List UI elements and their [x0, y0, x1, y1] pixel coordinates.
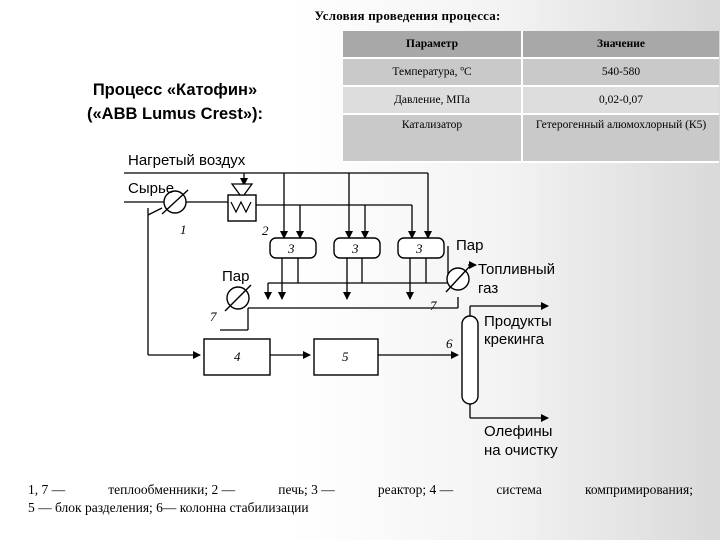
- cell-value: 0,02-0,07: [598, 94, 644, 106]
- label-hot-air: Нагретый воздух: [128, 152, 246, 169]
- legend-part: 1, 7 —: [28, 482, 66, 497]
- reactor-3: [269, 237, 317, 259]
- table-header-row: Параметр Значение: [343, 31, 719, 58]
- cell-value: 540-580: [601, 66, 641, 78]
- slide-title: Условия проведения процесса:: [314, 8, 501, 23]
- process-title: Процесс «Катофин» («ABB Lumus Crest»):: [60, 78, 290, 126]
- label-cracking-2: крекинга: [484, 331, 545, 348]
- label-olefins-2: на очистку: [484, 442, 558, 459]
- legend-line-1: 1, 7 — теплообменники; 2 — печь; 3 — реа…: [28, 481, 693, 499]
- number-2: 2: [262, 223, 269, 238]
- heat-exchanger-7: [445, 265, 471, 293]
- number-4: 4: [234, 349, 241, 364]
- process-title-line1: Процесс «Катофин»: [92, 81, 258, 99]
- heat-exchanger-1: [161, 189, 189, 215]
- label-steam-top: Пар: [456, 237, 483, 254]
- legend-part: система: [496, 482, 542, 497]
- label-feed: Сырье: [128, 180, 174, 197]
- reactor-3: [333, 237, 381, 259]
- label-fuel-gas-2: газ: [478, 280, 498, 297]
- number-7: 7: [210, 309, 217, 324]
- reactor-3: [397, 237, 445, 259]
- number-3: 3: [287, 241, 295, 256]
- number-6: 6: [446, 336, 453, 351]
- table-row: Катализатор Гетерогенный алюмохлорный (К…: [343, 114, 719, 162]
- legend-line-2: 5 — блок разделения; 6— колонна стабилиз…: [28, 500, 309, 515]
- separation-unit-5: [313, 338, 379, 376]
- number-3: 3: [415, 241, 423, 256]
- cell-parameter: Катализатор: [343, 114, 523, 162]
- heat-exchanger-7: [224, 284, 252, 312]
- compression-unit-4: [203, 338, 271, 376]
- label-cracking-1: Продукты: [484, 313, 552, 330]
- table-row: Давление, МПа 0,02-0,07: [343, 86, 719, 114]
- header-value: Значение: [597, 38, 645, 50]
- number-5: 5: [342, 349, 349, 364]
- conditions-table: Параметр Значение Температура, ºС 540-58…: [343, 31, 719, 163]
- furnace-2: [227, 183, 257, 222]
- label-olefins-1: Олефины: [484, 423, 552, 440]
- cell-value: Гетерогенный алюмохлорный (К5): [535, 119, 707, 131]
- number-7: 7: [430, 298, 437, 313]
- number-1: 1: [180, 222, 187, 237]
- header-parameter: Параметр: [343, 31, 523, 58]
- feed-branch-line: [147, 207, 163, 216]
- cell-parameter: Температура, ºС: [343, 58, 523, 86]
- legend-part: теплообменники; 2 —: [108, 482, 236, 497]
- legend-footer: 1, 7 — теплообменники; 2 — печь; 3 — реа…: [28, 481, 693, 517]
- legend-part: реактор; 4 —: [377, 482, 454, 497]
- label-fuel-gas-1: Топливный: [478, 261, 555, 278]
- table-row: Температура, ºС 540-580: [343, 58, 719, 86]
- number-3: 3: [351, 241, 359, 256]
- process-title-line2: («ABB Lumus Crest»):: [86, 105, 264, 123]
- cell-parameter: Давление, МПа: [343, 86, 523, 114]
- stabilization-column-6: [461, 315, 479, 405]
- legend-part: печь; 3 —: [278, 482, 335, 497]
- legend-part: компримирования;: [584, 482, 693, 497]
- label-steam-left: Пар: [222, 268, 249, 285]
